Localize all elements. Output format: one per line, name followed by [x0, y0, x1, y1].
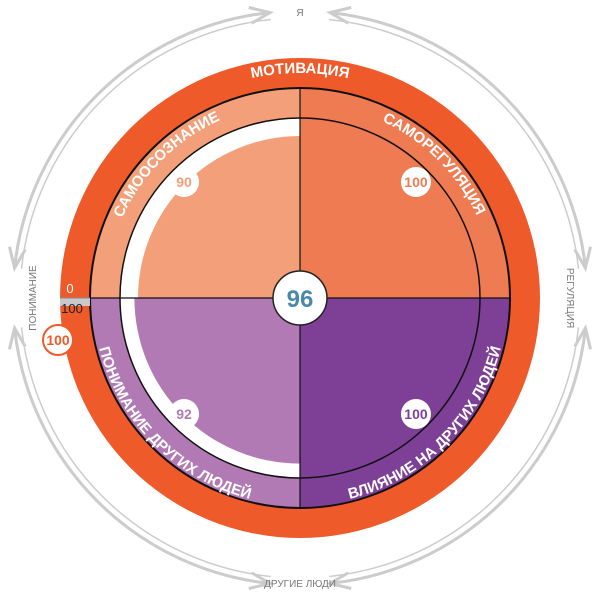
- arrowhead-icon: [8, 323, 27, 350]
- outer-arrow-arc: [329, 327, 587, 585]
- value-label-influence: 100: [404, 406, 428, 422]
- value-badge-self-regulation: [400, 167, 431, 198]
- quadrant-fill-self-regulation: [300, 118, 480, 298]
- arrowhead-icon: [573, 323, 592, 350]
- outer-arrow-arc-inner: [329, 18, 580, 269]
- arrowhead-icon: [325, 571, 352, 590]
- outer-arrow-arc: [13, 11, 271, 269]
- axis-label-right: РЕГУЛЯЦИЯ: [564, 268, 575, 328]
- value-badge-self-awareness: [169, 167, 200, 198]
- quadrant-band-self-awareness: [90, 88, 300, 298]
- value-badge-understanding: [169, 398, 200, 429]
- value-badge-influence: [400, 398, 431, 429]
- value-label-self-regulation: 100: [404, 174, 428, 190]
- motivation-scale: 0 100 100: [42, 281, 90, 356]
- motivation-value-badge: [42, 324, 74, 356]
- total-score-circle: [272, 270, 328, 326]
- arrowhead-icon: [248, 571, 275, 590]
- value-label-understanding: 92: [176, 406, 192, 422]
- motivation-value: 100: [46, 332, 70, 348]
- quadrant-fill-understanding: [134, 298, 300, 464]
- quadrant-band-self-regulation: [300, 88, 510, 298]
- value-label-self-awareness: 90: [176, 174, 192, 190]
- outer-arrow-arc-inner: [329, 327, 580, 578]
- value-badges: 90 100 100 92: [169, 167, 431, 429]
- arrowhead-icon: [573, 246, 592, 273]
- outer-arrow-arc: [13, 327, 271, 585]
- scale-max-label: 100: [61, 301, 83, 316]
- outer-arrow-ring: [8, 6, 592, 590]
- quadrant-fill-influence: [300, 298, 480, 478]
- outer-arrow-arc-inner: [20, 327, 271, 578]
- scale-min-label: 0: [66, 281, 73, 296]
- axis-label-bottom: ДРУГИЕ ЛЮДИ: [264, 579, 336, 590]
- quadrant-fill-self-awareness: [138, 136, 300, 298]
- axis-label-top: Я: [296, 8, 303, 19]
- quadrants: [89, 87, 511, 509]
- outer-arrow-arc: [329, 11, 587, 269]
- quadrant-band-influence: [300, 298, 510, 508]
- arrowhead-icon: [325, 6, 352, 25]
- arrowhead-icon: [248, 6, 275, 25]
- scale-bar: [60, 298, 90, 306]
- outer-arrow-arc-inner: [20, 18, 271, 269]
- quadrant-band-understanding: [90, 298, 300, 508]
- total-score: 96: [287, 286, 314, 313]
- axis-label-left: ПОНИМАНИЕ: [28, 265, 39, 331]
- arrowhead-icon: [8, 246, 27, 273]
